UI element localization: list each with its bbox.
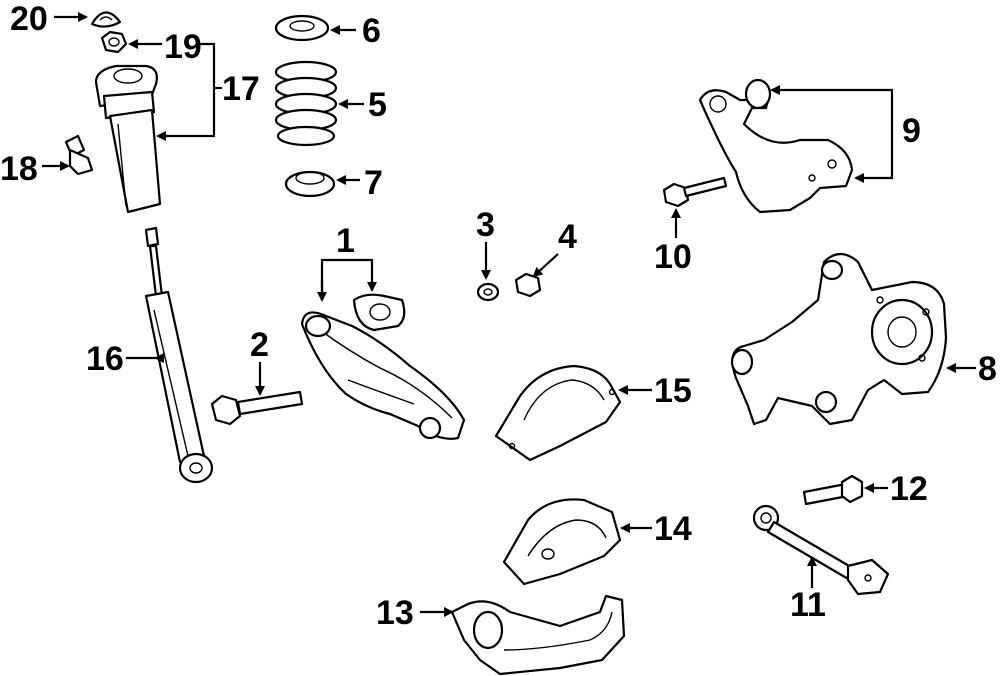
callout-9: 9 [902, 112, 921, 150]
callout-2: 2 [250, 326, 269, 364]
callout-labels: 20 19 17 18 6 5 7 16 2 1 3 4 15 9 10 8 1… [0, 0, 997, 632]
callout-1: 1 [336, 222, 355, 260]
part-17-strut-mount [94, 64, 162, 214]
callout-11: 11 [790, 586, 826, 624]
part-1-control-arm [300, 293, 466, 440]
callout-12: 12 [890, 470, 928, 508]
part-13-trailing-arm [450, 594, 626, 676]
callout-20: 20 [10, 0, 48, 38]
callout-14: 14 [654, 510, 692, 548]
part-15-bracket [494, 364, 622, 462]
callout-6: 6 [362, 12, 381, 50]
leader-lines [42, 12, 976, 617]
part-9-upper-arm [698, 78, 854, 214]
part-14-bracket [502, 498, 622, 586]
callout-13: 13 [376, 594, 414, 632]
part-4-nut [514, 272, 542, 298]
part-5-coil-spring [274, 60, 338, 147]
callout-5: 5 [368, 86, 387, 124]
part-10-bolt [662, 176, 728, 208]
part-11-lateral-link [752, 504, 890, 596]
part-18-bolt [64, 134, 94, 176]
callout-18: 18 [0, 150, 38, 188]
callout-4: 4 [558, 218, 577, 256]
part-19-nut [100, 30, 128, 54]
callout-10: 10 [654, 238, 692, 276]
part-3-washer [476, 282, 500, 302]
part-2-bolt [210, 390, 304, 426]
part-20-mount-cap [90, 11, 122, 28]
callout-3: 3 [476, 206, 495, 244]
callout-17: 17 [222, 70, 260, 108]
part-7-lower-spring-seat [284, 170, 336, 198]
part-12-bolt [802, 474, 864, 506]
callout-8: 8 [978, 350, 997, 388]
part-8-knuckle [730, 252, 948, 426]
callout-7: 7 [364, 164, 383, 202]
part-16-shock-absorber [144, 226, 214, 484]
part-6-upper-spring-seat [274, 14, 330, 42]
callout-15: 15 [654, 372, 692, 410]
callout-19: 19 [164, 28, 202, 66]
callout-16: 16 [86, 340, 124, 378]
